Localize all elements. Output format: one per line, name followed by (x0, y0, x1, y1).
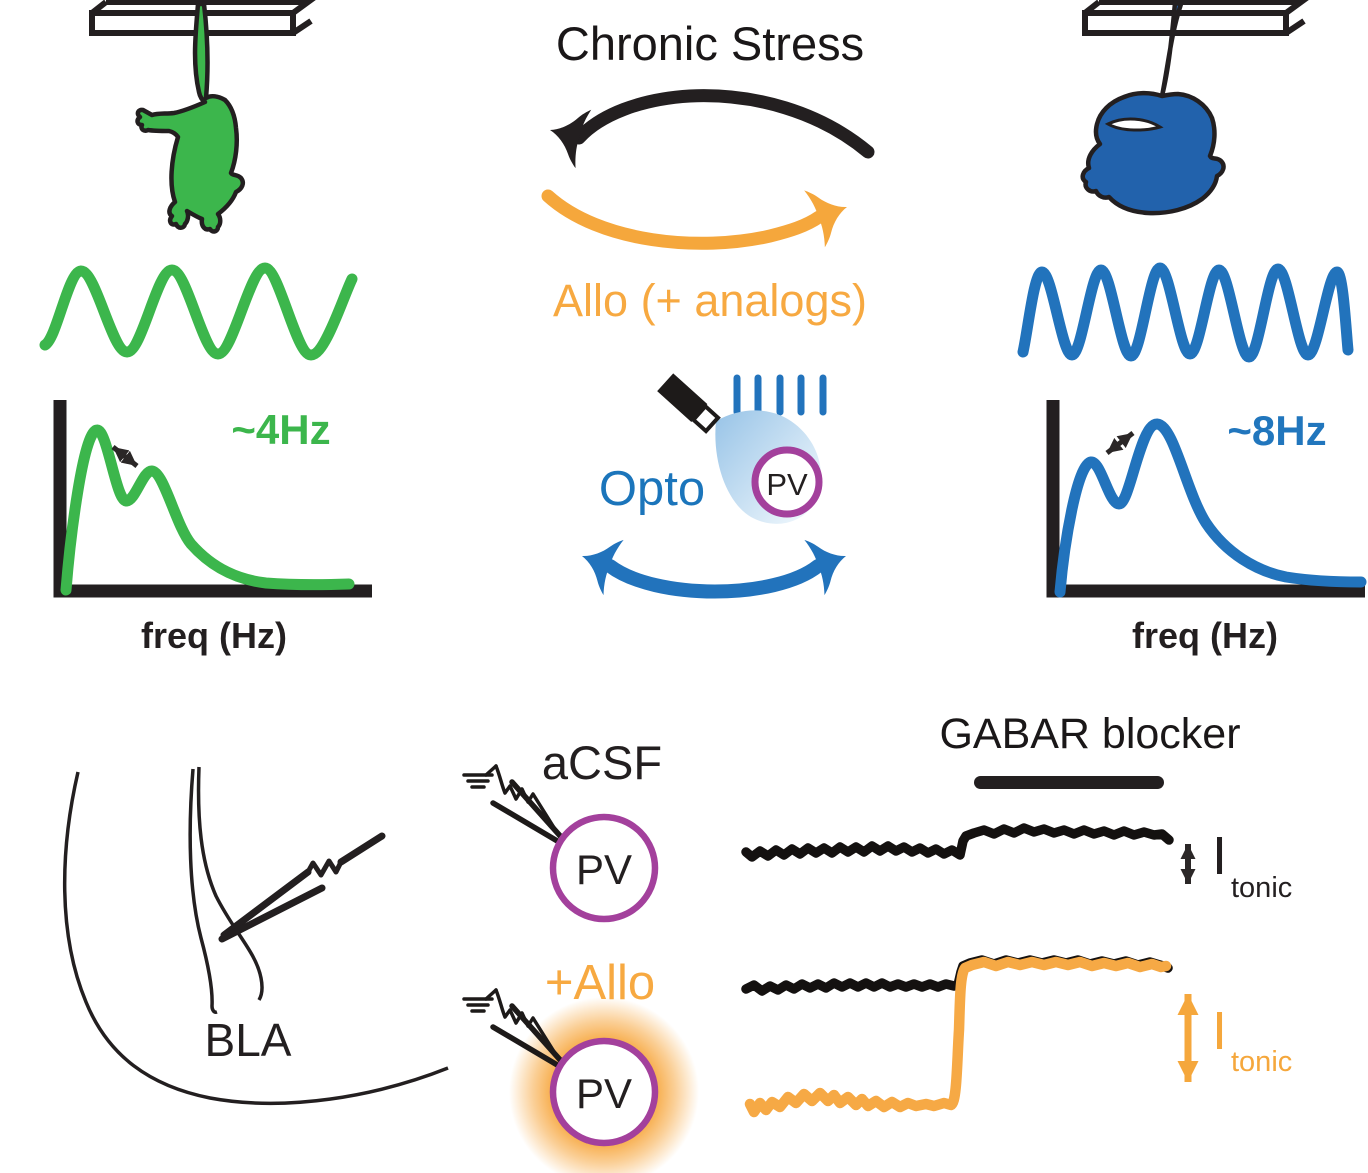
gabar-blocker-label: GABAR blocker (939, 710, 1240, 758)
itonic-subscript-acsf: tonic (1231, 872, 1292, 904)
bla-region-label: BLA (205, 1014, 292, 1066)
blue-spectrum-curve (1054, 418, 1367, 598)
pv-cell-circle-opto (751, 446, 823, 518)
green-theta-wave (39, 262, 358, 361)
chronic-stress-cycle: Chronic Stress Allo (+ analogs) (541, 17, 875, 326)
pv-cell-label-allo: PV (576, 1070, 632, 1117)
blue-theta-wave (1017, 262, 1354, 363)
allo-arrow-shaft (541, 189, 826, 250)
chronic-stress-title: Chronic Stress (556, 17, 864, 70)
brain-outline-curve (62, 771, 449, 1106)
allo-analogs-label: Allo (+ analogs) (553, 275, 867, 326)
blue-power-spectrum: ~8Hz freq (Hz) (1046, 400, 1367, 656)
pv-cell-circle-allo (549, 1037, 659, 1147)
drug-application-bar (974, 776, 1164, 789)
light-pulse-ticks-icon (733, 374, 827, 416)
itonic-subscript-allo: tonic (1231, 1046, 1292, 1078)
green-power-spectrum: ~4Hz freq (Hz) (53, 400, 372, 656)
opto-assembly: PV Opto (571, 373, 857, 599)
opto-label: Opto (599, 462, 705, 516)
tail-suspension-test-blue (1080, 0, 1309, 216)
x-axis-label-blue: freq (Hz) (1132, 615, 1278, 656)
ground-symbol-icon (462, 997, 494, 1013)
pv-cell-label-opto: PV (766, 467, 808, 502)
x-axis-label-green: freq (Hz) (141, 615, 287, 656)
pv-cell-label-acsf: PV (576, 846, 632, 893)
suspension-bar-icon-right (1082, 0, 1309, 36)
allo-orange-trace (744, 956, 1172, 1118)
opto-double-arrow-shaft (603, 559, 825, 599)
pv-cell-circle-acsf (549, 813, 659, 923)
peak-freq-label-green: ~4Hz (231, 406, 330, 453)
spectrum-axes (53, 400, 372, 598)
allo-recording: +Allo PV (462, 956, 699, 1173)
peak-freq-label-blue: ~8Hz (1227, 407, 1326, 454)
bar-front-face (1082, 10, 1289, 36)
capsule-curve-left (188, 768, 218, 1014)
suspension-bar-icon (89, 0, 316, 36)
peak-shift-arrow-icon (111, 445, 139, 468)
ground-symbol-icon (462, 773, 494, 789)
blue-mouse-paw-slit (1104, 117, 1164, 132)
blue-mouse-icon (1080, 0, 1226, 216)
bar-perspective-edges (90, 0, 316, 36)
itonic-symbol-acsf: I (1212, 826, 1227, 886)
tail-suspension-test-green (89, 0, 316, 234)
acsf-current-trace (741, 823, 1174, 862)
green-spectrum-curve (60, 424, 355, 596)
acsf-label: aCSF (542, 736, 662, 789)
bla-recording-schematic: BLA (62, 766, 449, 1106)
allo-arrowhead-icon (804, 178, 858, 248)
stress-arrow-shaft (572, 89, 875, 159)
patch-pipette-icon-allo (462, 988, 565, 1069)
recording-electrode-icon (218, 832, 386, 943)
optic-fiber-icon (657, 373, 721, 434)
patch-pipette-icon-acsf (462, 764, 565, 845)
bar-front-face (89, 10, 296, 36)
spectrum-axes (1046, 400, 1365, 598)
tonic-current-traces: GABAR blocker I tonic I tonic (741, 710, 1292, 1118)
itonic-symbol-allo: I (1212, 1001, 1227, 1061)
peak-shift-arrow-icon (1105, 431, 1135, 455)
green-mouse-icon (135, 1, 246, 234)
bar-perspective-edges (1083, 0, 1309, 36)
acsf-recording: aCSF PV (462, 736, 662, 923)
